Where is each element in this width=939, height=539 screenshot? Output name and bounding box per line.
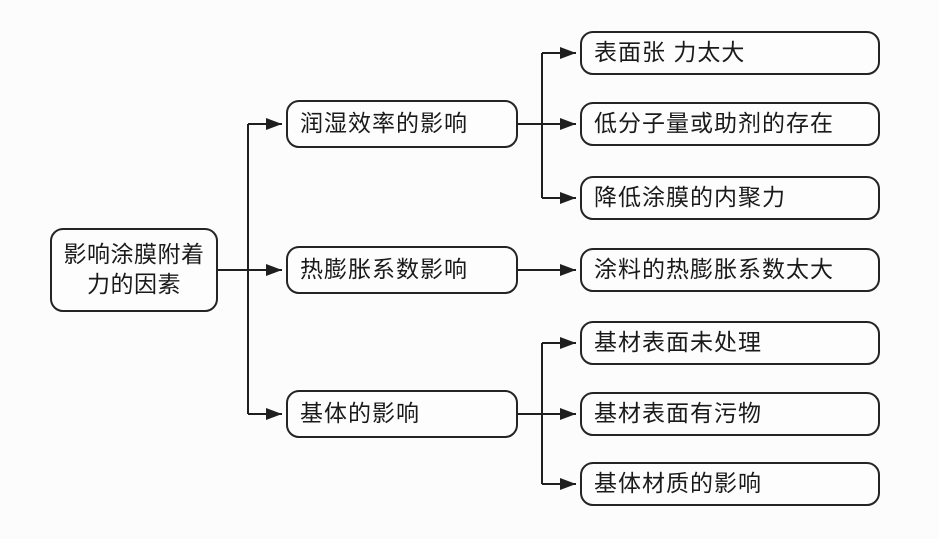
leaf-node-surface-untreated: 基材表面未处理 — [580, 321, 880, 365]
branch-node-substrate: 基体的影响 — [286, 390, 518, 438]
leaf-node-reduced-cohesion: 降低涂膜的内聚力 — [580, 176, 880, 220]
leaf-node-coating-expansion-too-large: 涂料的热膨胀系数太大 — [580, 248, 880, 292]
branch-node-thermal-expansion: 热膨胀系数影响 — [286, 246, 518, 294]
leaf-node-low-molecular-weight: 低分子量或助剂的存在 — [580, 102, 880, 146]
leaf-node-surface-contaminated: 基材表面有污物 — [580, 392, 880, 436]
branch-node-wetting-efficiency: 润湿效率的影响 — [286, 100, 518, 148]
leaf-node-substrate-material: 基体材质的影响 — [580, 462, 880, 506]
leaf-node-surface-tension: 表面张 力太大 — [580, 31, 880, 75]
root-node: 影响涂膜附着 力的因素 — [50, 228, 218, 312]
